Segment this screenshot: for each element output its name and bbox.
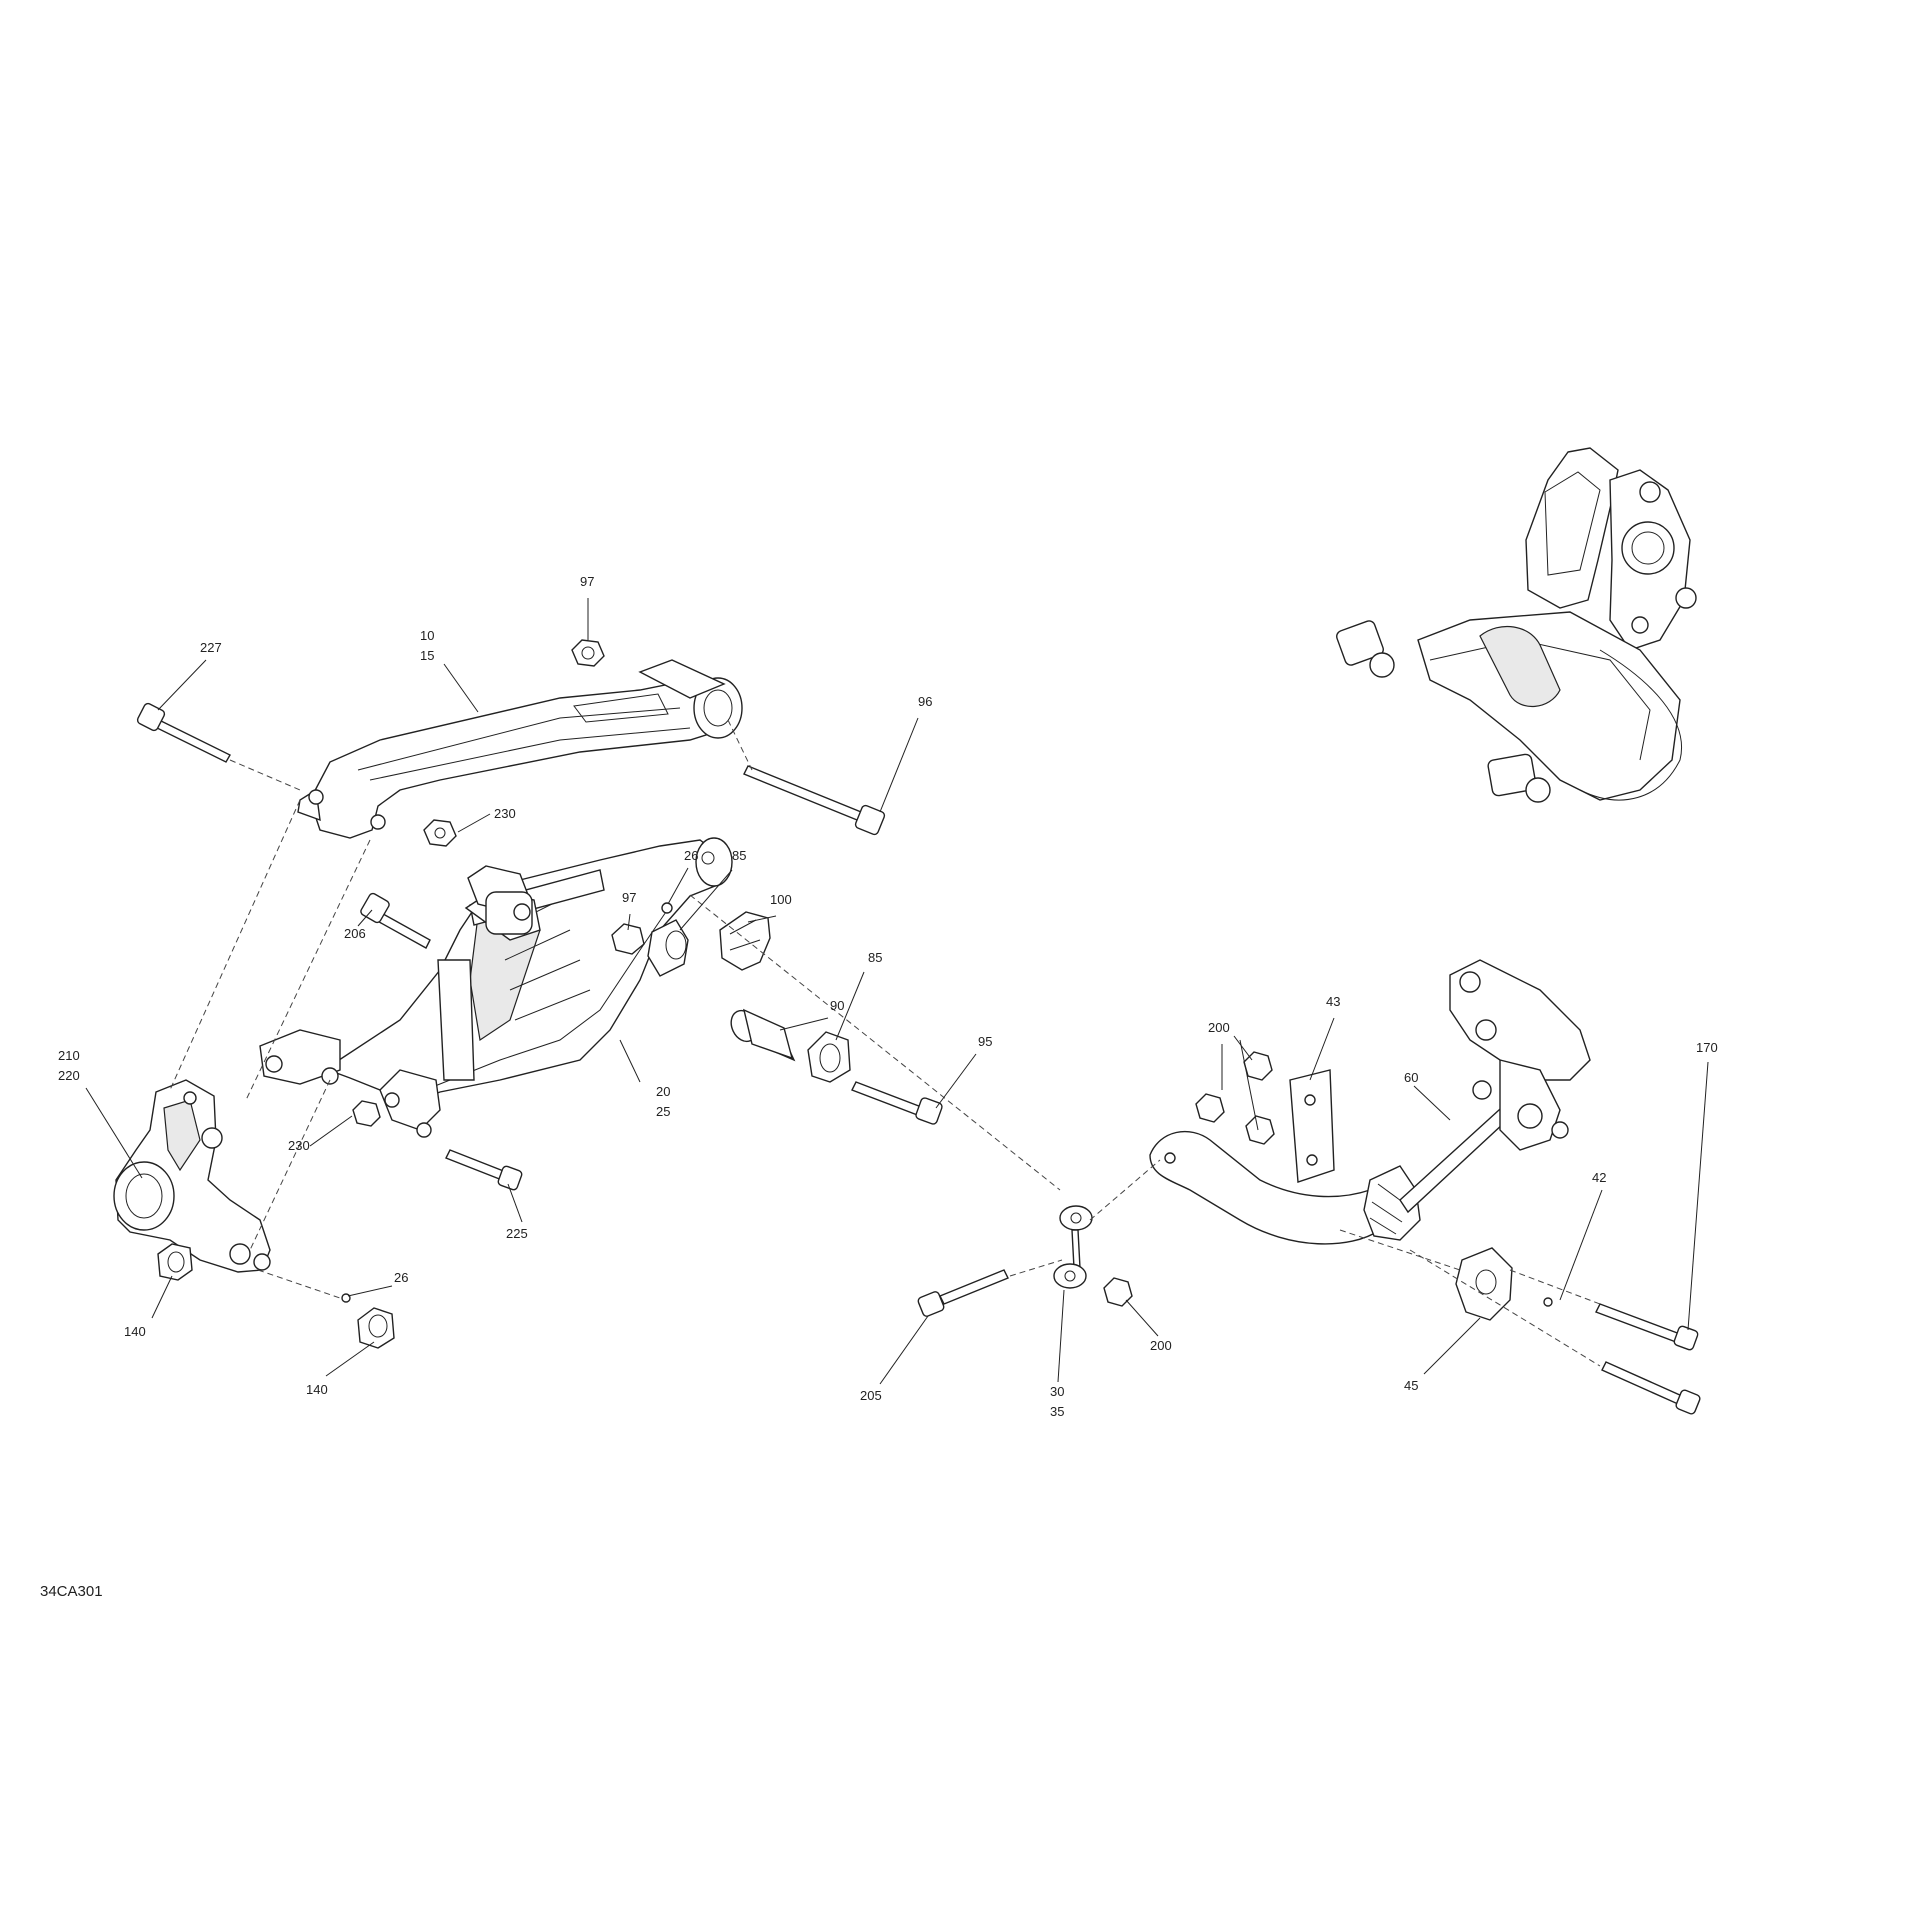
lower-a-arm bbox=[259, 837, 733, 1138]
callout-225: 225 bbox=[506, 1226, 528, 1241]
callout-20: 20 bbox=[656, 1084, 670, 1099]
callout-26-lower: 26 bbox=[394, 1270, 408, 1285]
nut-97-top bbox=[571, 639, 605, 667]
callout-85-top: 85 bbox=[732, 848, 746, 863]
callout-210: 210 bbox=[58, 1048, 80, 1063]
bolt-96 bbox=[743, 765, 886, 836]
callout-170: 170 bbox=[1696, 1040, 1718, 1055]
nut-200-lower bbox=[1103, 1277, 1133, 1307]
callout-96: 96 bbox=[918, 694, 932, 709]
bushing-85-a bbox=[647, 919, 689, 977]
callout-97-lower: 97 bbox=[622, 890, 636, 905]
callout-220: 220 bbox=[58, 1068, 80, 1083]
sway-bar-clamp-45 bbox=[1455, 1247, 1513, 1321]
callout-25: 25 bbox=[656, 1104, 670, 1119]
bolt-170-a bbox=[1595, 1303, 1699, 1351]
spacer-90 bbox=[730, 1008, 796, 1062]
callout-200-upper: 200 bbox=[1208, 1020, 1230, 1035]
nut-230-lower bbox=[352, 1100, 381, 1127]
knuckle bbox=[113, 1079, 271, 1273]
nut-97-lower bbox=[611, 923, 645, 955]
bracket-100 bbox=[719, 911, 771, 971]
bushing-85-b bbox=[807, 1031, 851, 1083]
bolt-227 bbox=[136, 702, 231, 763]
callout-100: 100 bbox=[770, 892, 792, 907]
assembled-suspension-view bbox=[1336, 447, 1697, 803]
callout-26-top: 26 bbox=[684, 848, 698, 863]
callout-206: 206 bbox=[344, 926, 366, 941]
bushing-140-a bbox=[157, 1243, 193, 1281]
bolt-225 bbox=[445, 1149, 523, 1191]
callout-90: 90 bbox=[830, 998, 844, 1013]
callout-35: 35 bbox=[1050, 1404, 1064, 1419]
callout-97-top: 97 bbox=[580, 574, 594, 589]
sway-bar-link bbox=[1053, 1205, 1093, 1289]
callout-95: 95 bbox=[978, 1034, 992, 1049]
callout-10: 10 bbox=[420, 628, 434, 643]
bushing-140-b bbox=[357, 1307, 395, 1349]
callout-30: 30 bbox=[1050, 1384, 1064, 1399]
callout-140-left: 140 bbox=[124, 1324, 146, 1339]
figure-id: 34CA301 bbox=[40, 1583, 103, 1600]
sway-bar-assembly bbox=[1149, 959, 1591, 1245]
callout-227: 227 bbox=[200, 640, 222, 655]
grease-fitting-42 bbox=[1543, 1297, 1553, 1307]
nut-200-upper bbox=[1195, 1051, 1275, 1145]
callout-200-lower: 200 bbox=[1150, 1338, 1172, 1353]
callout-85-lower: 85 bbox=[868, 950, 882, 965]
callout-45: 45 bbox=[1404, 1378, 1418, 1393]
callout-43: 43 bbox=[1326, 994, 1340, 1009]
callout-205: 205 bbox=[860, 1388, 882, 1403]
alignment-lines bbox=[169, 719, 1601, 1367]
upper-a-arm bbox=[297, 659, 743, 839]
grease-fitting-26-a bbox=[661, 902, 673, 914]
bolt-170-b bbox=[1601, 1361, 1701, 1415]
callout-labels: 227 10 15 97 96 230 26 85 97 100 90 85 9… bbox=[40, 574, 1718, 1600]
bolt-95 bbox=[851, 1081, 943, 1125]
callout-230-top: 230 bbox=[494, 806, 516, 821]
bolt-205 bbox=[917, 1269, 1009, 1317]
callout-230-lower: 230 bbox=[288, 1138, 310, 1153]
nut-230-top bbox=[423, 819, 457, 847]
callout-15: 15 bbox=[420, 648, 434, 663]
callout-60: 60 bbox=[1404, 1070, 1418, 1085]
callout-42: 42 bbox=[1592, 1170, 1606, 1185]
callout-140-right: 140 bbox=[306, 1382, 328, 1397]
bolt-206 bbox=[360, 892, 431, 949]
leader-lines bbox=[85, 598, 1709, 1385]
grease-fitting-26-b bbox=[341, 1293, 351, 1303]
